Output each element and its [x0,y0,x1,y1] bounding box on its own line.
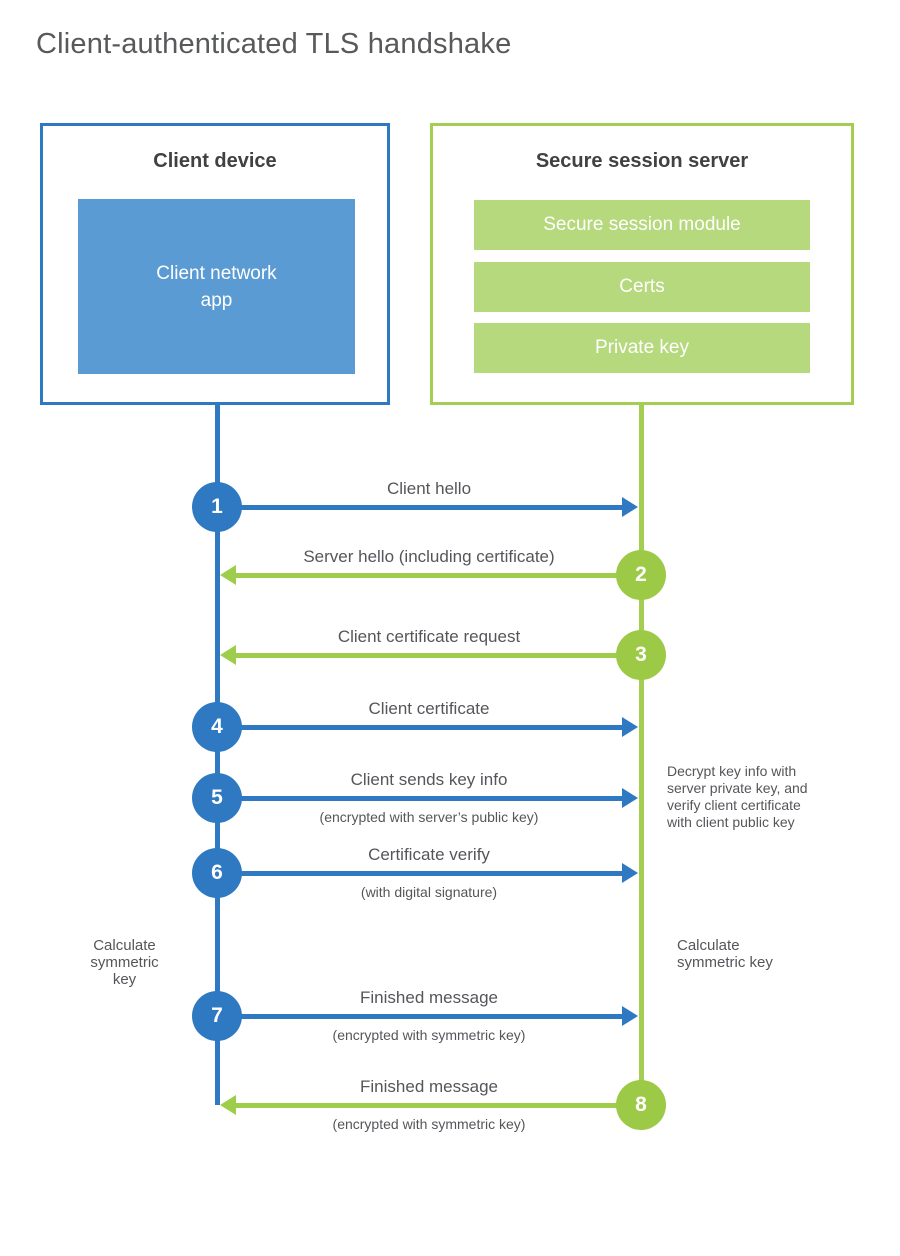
flow-2-step-badge: 2 [616,550,666,600]
server-module-bar-private-key: Private key [474,323,810,373]
flow-6-sublabel: (with digital signature) [360,884,498,900]
flow-2-arrowhead [220,565,236,585]
server-title: Secure session server [535,150,749,172]
flow-5-sublabel: (encrypted with server’s public key) [319,809,539,825]
flow-6-label: Certificate verify [368,845,490,864]
flow-7-sublabel: (encrypted with symmetric key) [332,1027,526,1043]
flow-8-sublabel: (encrypted with symmetric key) [332,1116,526,1132]
flow-7-label: Finished message [360,988,498,1007]
client-network-app-box: Client network app [78,199,355,374]
flow-7-arrowhead [622,1006,638,1026]
flow-3-label: Client certificate request [337,627,521,646]
flow-5-arrow-shaft [219,795,622,801]
decrypt-note: Decrypt key info with server private key… [667,763,808,830]
flow-8-label: Finished message [360,1077,498,1096]
page-title: Client-authenticated TLS handshake [36,28,512,60]
flow-4-arrow-shaft [219,724,622,730]
server-lifeline [638,405,644,1107]
server-module-bar-certs: Certs [474,262,810,312]
flow-7-step-badge: 7 [192,991,242,1041]
server-module-bar-secure-session: Secure session module [474,200,810,250]
flow-8-step-badge: 8 [616,1080,666,1130]
flow-3-arrow-shaft [236,652,641,658]
flow-8-arrow-shaft [236,1102,641,1108]
flow-4-label: Client certificate [368,699,490,718]
flow-5-step-badge: 5 [192,773,242,823]
calculate-symmetric-key-note-left: Calculate symmetric key [90,937,159,988]
flow-1-label: Client hello [386,479,472,498]
flow-1-step-badge: 1 [192,482,242,532]
flow-7-arrow-shaft [219,1013,622,1019]
flow-1-arrowhead [622,497,638,517]
flow-6-step-badge: 6 [192,848,242,898]
flow-4-arrowhead [622,717,638,737]
flow-1-arrow-shaft [219,504,622,510]
client-lifeline [214,405,220,1105]
flow-3-arrowhead [220,645,236,665]
flow-2-label: Server hello (including certificate) [303,547,555,566]
client-device-title: Client device [153,150,277,172]
flow-6-arrow-shaft [219,870,622,876]
flow-8-arrowhead [220,1095,236,1115]
flow-5-label: Client sends key info [350,770,508,789]
flow-6-arrowhead [622,863,638,883]
flow-2-arrow-shaft [236,572,641,578]
flow-4-step-badge: 4 [192,702,242,752]
calculate-symmetric-key-note-right: Calculate symmetric key [677,937,773,971]
flow-5-arrowhead [622,788,638,808]
flow-3-step-badge: 3 [616,630,666,680]
